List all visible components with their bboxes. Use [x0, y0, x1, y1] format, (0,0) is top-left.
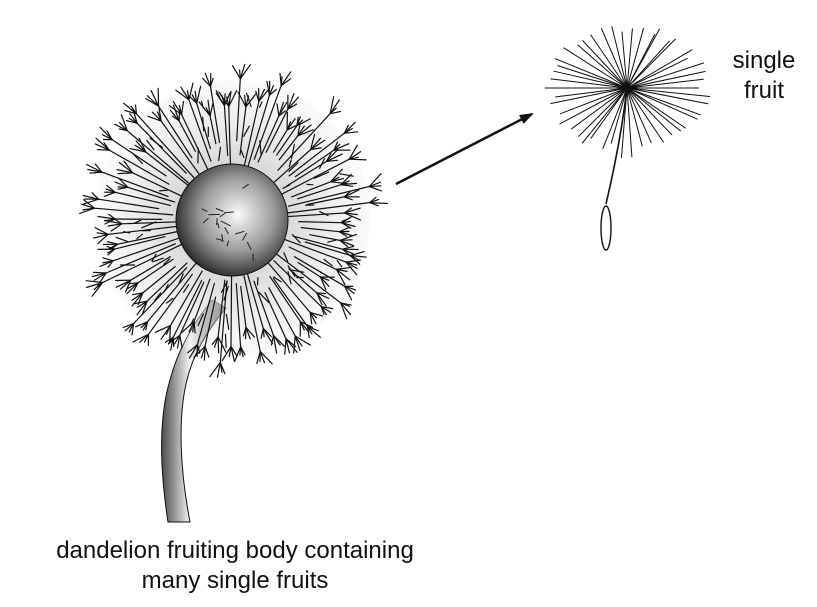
fruiting-body-label-line2: many single fruits: [0, 566, 470, 596]
arrow: [396, 114, 532, 184]
single-fruit: [545, 27, 710, 250]
seed-head-center: [176, 164, 288, 276]
single-fruit-label-line1: single: [724, 46, 804, 76]
single-fruit-achene: [601, 206, 611, 250]
fruiting-body-label: dandelion fruiting body containing many …: [0, 536, 470, 596]
fruiting-body-label-line1: dandelion fruiting body containing: [0, 536, 470, 566]
single-fruit-label-line2: fruit: [724, 76, 804, 106]
single-fruit-label: single fruit: [724, 46, 804, 106]
single-fruit-pappus: [545, 27, 710, 158]
